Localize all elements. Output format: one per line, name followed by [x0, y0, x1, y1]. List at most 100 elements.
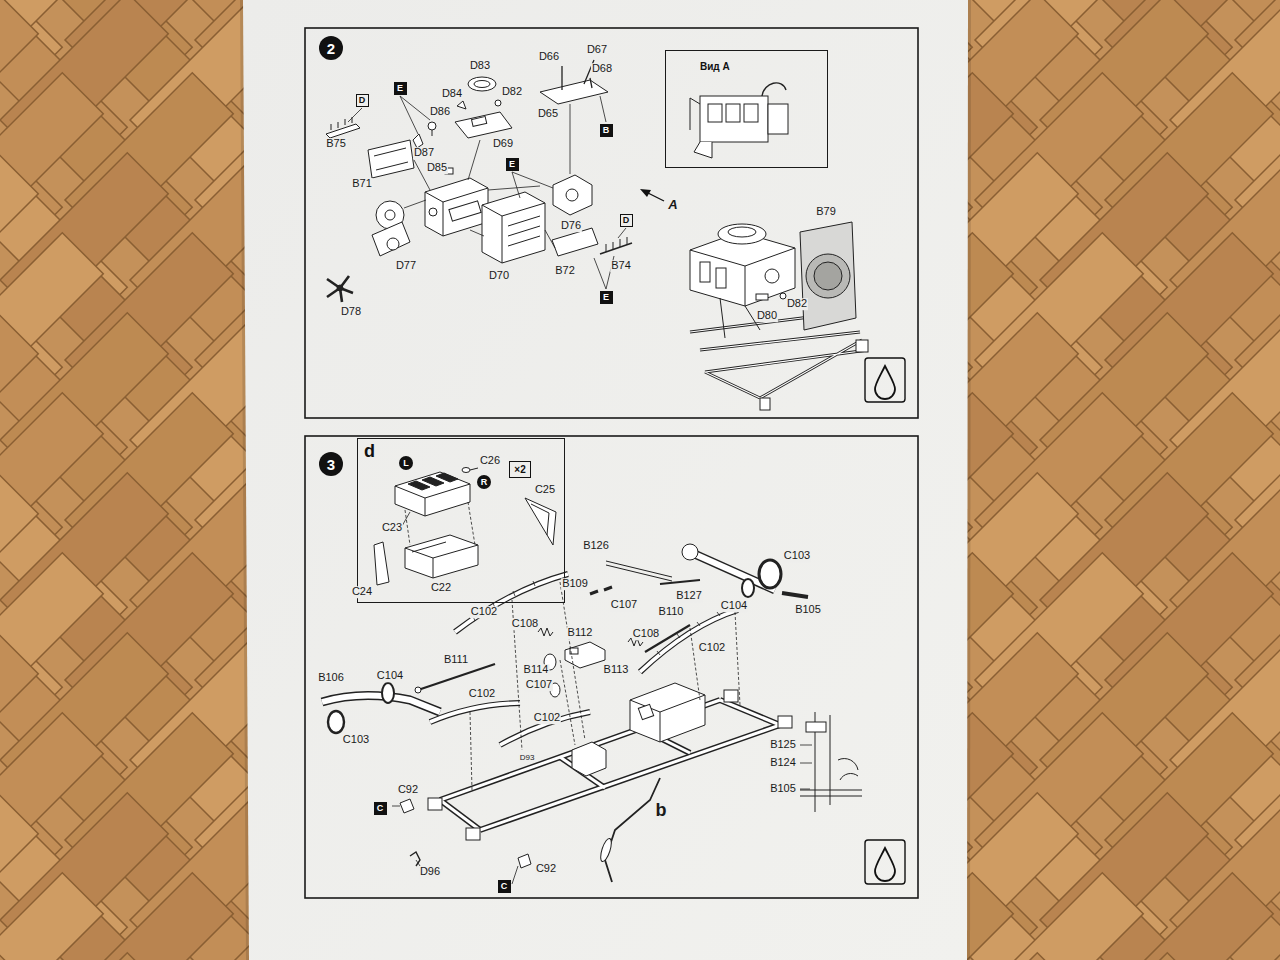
- part-number: D67: [586, 44, 608, 56]
- inset-detail: [800, 712, 862, 812]
- glue-icon: [865, 358, 905, 402]
- part-number: D69: [492, 138, 514, 150]
- part-number: C23: [381, 522, 403, 534]
- chassis-parts: [392, 683, 792, 884]
- part-number: B79: [815, 206, 837, 218]
- side-marker: R: [477, 475, 491, 489]
- chassis-parts: [778, 716, 792, 728]
- paper-shadow: [240, 0, 971, 960]
- part-number: B109: [561, 578, 589, 590]
- view-a-engine: [726, 104, 740, 122]
- assembly-line: [735, 612, 740, 705]
- axle-parts: [382, 683, 394, 703]
- part-number: B127: [675, 590, 703, 602]
- part-number: C107: [610, 599, 638, 611]
- axle-parts: [415, 687, 421, 693]
- part-number: D68: [591, 63, 613, 75]
- assembly-line: [488, 186, 540, 190]
- axle-parts: [660, 580, 700, 584]
- node-text: C: [377, 803, 384, 813]
- parquet-floor: [1105, 873, 1273, 960]
- chassis-engine: [856, 340, 868, 352]
- part-number: D93: [519, 754, 536, 762]
- node-text: B: [603, 125, 610, 135]
- chassis-frame: [440, 700, 780, 830]
- chassis-engine: [690, 312, 868, 398]
- chassis-engine: [760, 398, 770, 410]
- engine-parts: [468, 77, 496, 91]
- part-number: B112: [567, 627, 594, 639]
- part-number: B114: [523, 664, 550, 676]
- chassis-parts: [400, 799, 414, 813]
- leaf-spring: [430, 574, 738, 745]
- node-text: D: [359, 95, 366, 105]
- axle-parts: [606, 561, 672, 581]
- axle-parts: [742, 579, 754, 597]
- view-arrow: [648, 193, 664, 201]
- part-number: D84: [441, 88, 463, 100]
- part-number: C102: [470, 606, 498, 618]
- part-number: C104: [720, 600, 748, 612]
- part-number: C108: [632, 628, 660, 640]
- part-number: A: [667, 198, 678, 212]
- view-arrow: [640, 189, 651, 197]
- engine-parts: [449, 201, 481, 221]
- leaf-spring: [500, 712, 590, 745]
- engine-parts: [425, 178, 488, 236]
- sprue-letter: E: [506, 158, 519, 171]
- sprue-letter: D: [620, 214, 633, 227]
- chassis-parts: [392, 806, 518, 884]
- battery-parts: [374, 468, 556, 586]
- part-number: B125: [769, 739, 797, 751]
- assembly-line: [560, 660, 575, 745]
- part-number: D77: [395, 260, 417, 272]
- part-number: B105: [794, 604, 822, 616]
- assembly-line: [400, 96, 430, 120]
- glue-icon: [865, 840, 905, 884]
- leaf-spring: [455, 574, 568, 632]
- chassis-frame: [480, 725, 780, 830]
- part-number: D76: [560, 220, 582, 232]
- battery-parts: [470, 468, 478, 470]
- chassis-frame: [440, 700, 780, 830]
- axle-parts: [322, 544, 808, 733]
- leaf-spring: [455, 574, 568, 632]
- glue-icon: [875, 366, 895, 399]
- assembly-line: [470, 582, 740, 790]
- engine-parts: [482, 192, 545, 263]
- part-number: B111: [443, 654, 469, 666]
- engine-parts: [495, 100, 501, 106]
- view-a-engine: [694, 142, 712, 158]
- part-number: D80: [756, 310, 778, 322]
- chassis-parts: [598, 837, 613, 862]
- leaf-spring: [430, 703, 520, 722]
- part-number: D65: [537, 108, 559, 120]
- step-frame: [305, 28, 918, 898]
- node-text: 3: [327, 456, 335, 473]
- node-text: E: [509, 159, 515, 169]
- chassis-parts: [630, 695, 705, 742]
- battery-parts: [395, 484, 470, 516]
- engine-parts: [429, 208, 437, 216]
- parquet-floor: [975, 873, 1143, 960]
- sprue-letter: D: [356, 94, 369, 107]
- view-a-engine: [762, 83, 786, 96]
- leaf-spring: [430, 574, 738, 745]
- chassis-frame: [720, 700, 780, 725]
- assembly-line: [545, 230, 555, 248]
- node-text: ×2: [514, 464, 525, 475]
- axle-parts: [538, 628, 553, 636]
- assembly-line: [690, 628, 700, 700]
- battery-parts: [402, 512, 410, 526]
- view-a-engine: [708, 104, 722, 122]
- battery-parts: [531, 504, 549, 535]
- chassis-engine: [756, 294, 768, 300]
- side-marker: L: [399, 456, 413, 470]
- engine-parts: [455, 112, 512, 138]
- axle-parts: [782, 593, 808, 597]
- assembly-line: [470, 712, 472, 790]
- part-number: C92: [397, 784, 419, 796]
- node-text: E: [397, 83, 403, 93]
- inset-detail: [838, 759, 858, 770]
